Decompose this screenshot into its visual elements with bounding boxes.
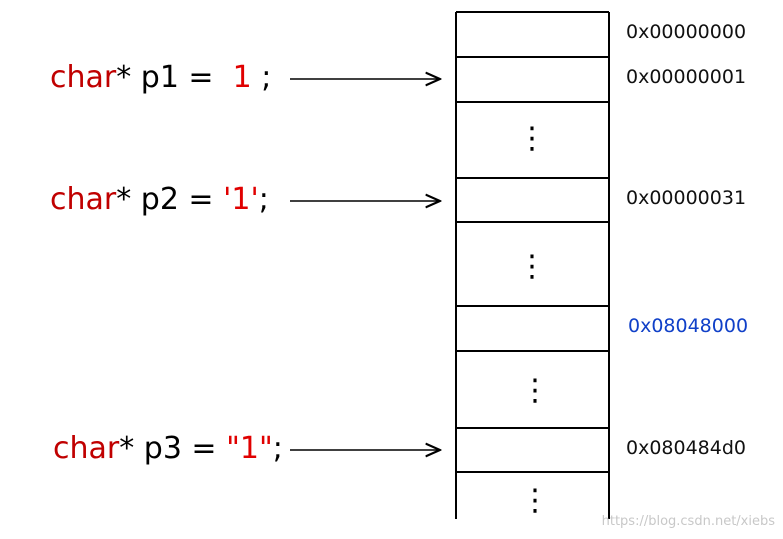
literal: 1 bbox=[223, 60, 262, 95]
semicolon: ; bbox=[258, 182, 269, 217]
declarator: * p2 = bbox=[116, 182, 224, 217]
address-label-highlighted: 0x08048000 bbox=[628, 315, 749, 337]
statement-p1: char* p1 = 1 ; bbox=[50, 63, 271, 93]
address-label: 0x080484d0 bbox=[626, 437, 747, 459]
semicolon: ; bbox=[272, 431, 283, 466]
address-label: 0x00000000 bbox=[626, 21, 747, 43]
statement-p3: char* p3 = "1"; bbox=[53, 434, 283, 464]
literal: '1' bbox=[223, 182, 259, 217]
literal: "1" bbox=[226, 431, 273, 466]
ellipsis-2: ⋮ bbox=[517, 249, 547, 284]
declarator: * p3 = bbox=[119, 431, 227, 466]
ellipsis-1: ⋮ bbox=[517, 121, 547, 156]
ellipsis-3: ⋮ bbox=[520, 373, 550, 408]
ellipsis-4: ⋮ bbox=[520, 483, 550, 518]
type-keyword: char bbox=[53, 431, 120, 466]
declarator: * p1 = bbox=[116, 60, 224, 95]
watermark: https://blog.csdn.net/xiebs bbox=[601, 514, 775, 529]
address-label: 0x00000031 bbox=[626, 187, 747, 209]
type-keyword: char bbox=[50, 60, 117, 95]
semicolon: ; bbox=[261, 60, 272, 95]
address-label: 0x00000001 bbox=[626, 66, 747, 88]
type-keyword: char bbox=[50, 182, 117, 217]
statement-p2: char* p2 = '1'; bbox=[50, 185, 269, 215]
